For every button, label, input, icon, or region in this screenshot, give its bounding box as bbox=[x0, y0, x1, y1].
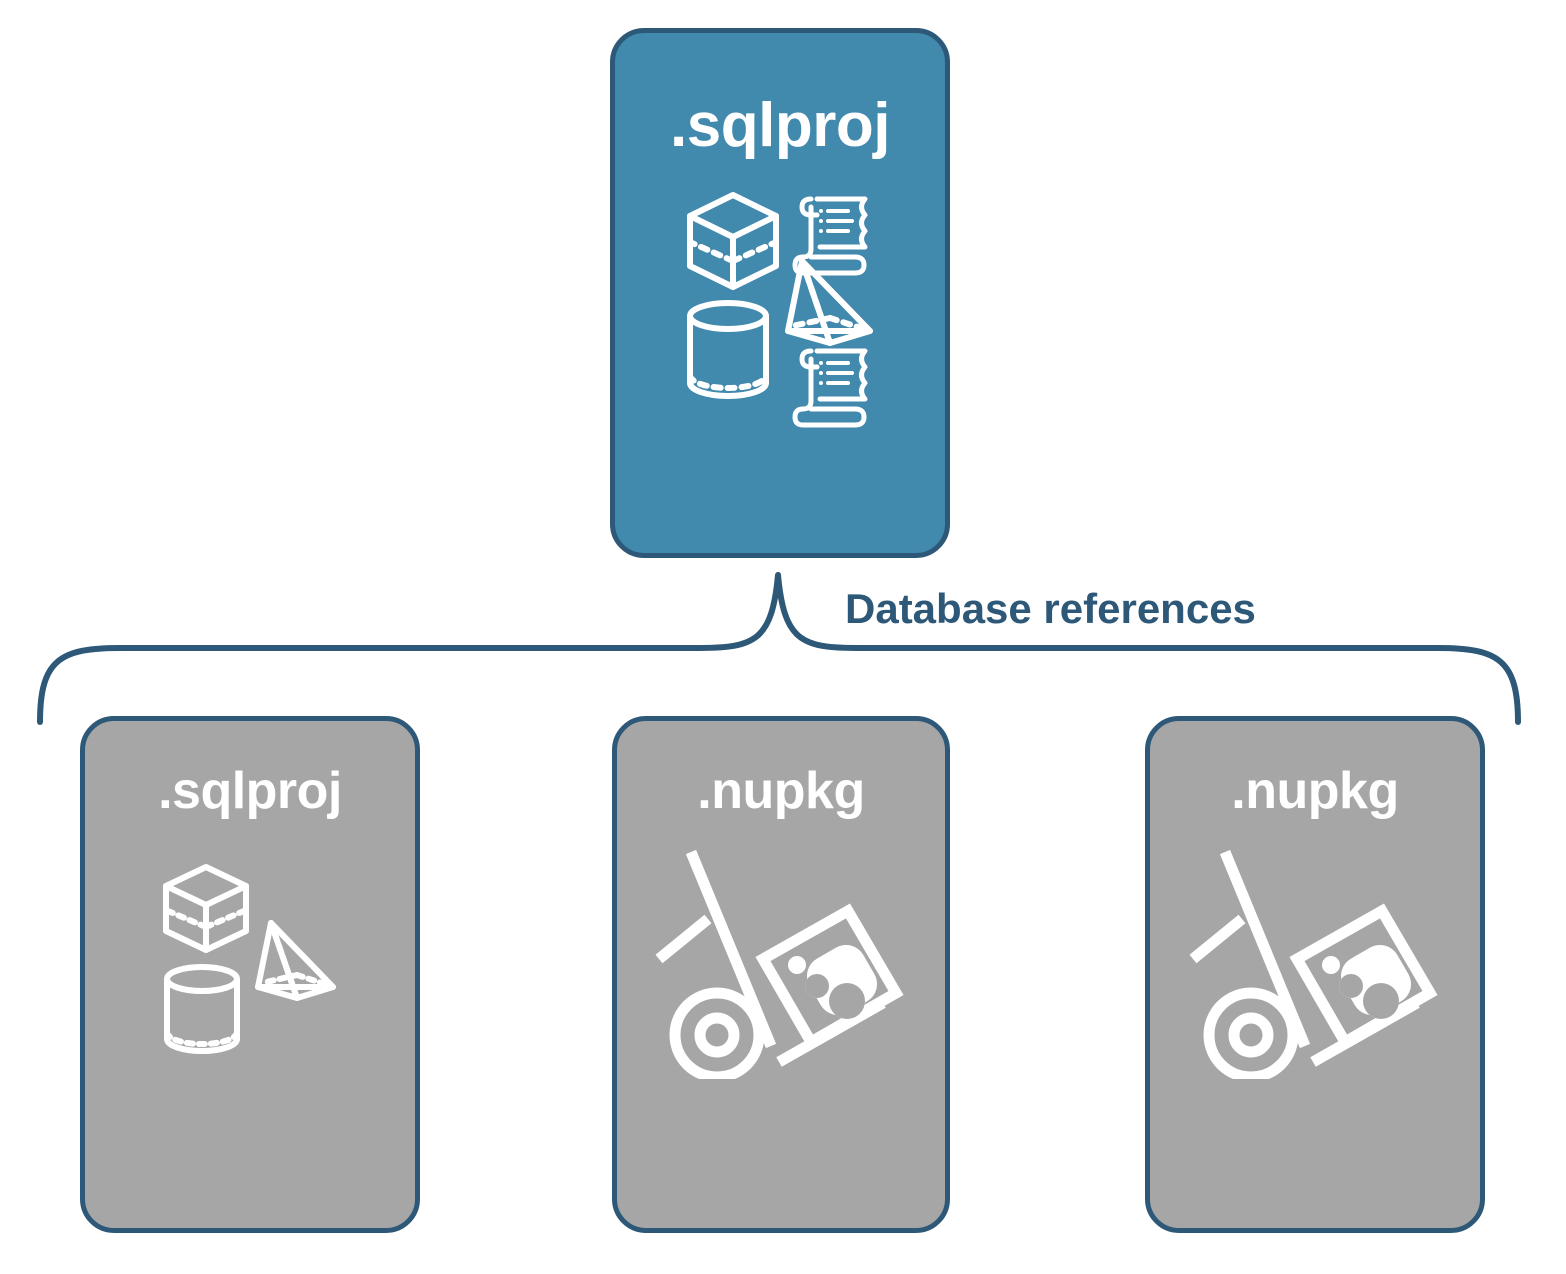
node-root-title: .sqlproj bbox=[670, 91, 890, 160]
hand-truck-package-icon bbox=[1189, 849, 1438, 1083]
node-child-sqlproj-title: .sqlproj bbox=[158, 762, 342, 820]
node-child-sqlproj-icon-group bbox=[158, 857, 343, 1067]
node-root-icon-group bbox=[680, 183, 880, 443]
pyramid-icon bbox=[254, 920, 336, 1001]
node-child-nupkg-1-icon-group bbox=[651, 839, 911, 1083]
cylinder-icon bbox=[687, 300, 769, 399]
node-child-nupkg-1[interactable]: .nupkg bbox=[612, 716, 950, 1233]
node-root-sqlproj[interactable]: .sqlproj bbox=[610, 28, 950, 558]
cube-icon bbox=[162, 864, 249, 953]
node-child-nupkg-1-title: .nupkg bbox=[697, 762, 865, 820]
cube-icon bbox=[687, 192, 779, 290]
node-child-nupkg-2-icon-group bbox=[1185, 839, 1445, 1083]
edge-label-database-references: Database references bbox=[845, 585, 1256, 632]
node-child-sqlproj[interactable]: .sqlproj bbox=[80, 716, 420, 1233]
hand-truck-package-icon bbox=[655, 849, 904, 1083]
pyramid-icon bbox=[785, 258, 873, 346]
cylinder-icon bbox=[163, 964, 240, 1054]
scroll-icon bbox=[792, 348, 868, 428]
node-child-nupkg-2[interactable]: .nupkg bbox=[1145, 716, 1485, 1233]
node-child-nupkg-2-title: .nupkg bbox=[1231, 762, 1399, 820]
